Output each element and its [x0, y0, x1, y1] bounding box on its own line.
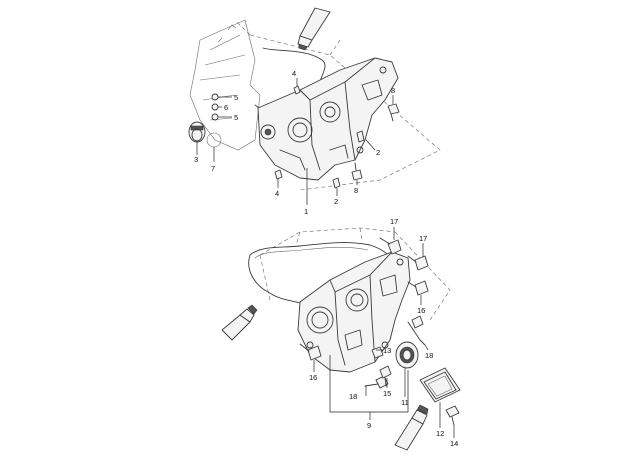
upper-dashed-outline [234, 19, 441, 191]
long-bolt-18b [364, 375, 389, 389]
callout-8a: 8 [391, 86, 395, 95]
upper-assembly: 4 5 6 5 8 2 3 7 4 2 8 1 [188, 7, 441, 216]
callout-1: 1 [304, 207, 308, 216]
callout-5a: 5 [234, 93, 238, 102]
callout-18b: 18 [349, 392, 357, 401]
callout-17a: 17 [390, 217, 398, 226]
callout-2a: 2 [376, 148, 380, 157]
bolt-16b [299, 343, 322, 361]
bolt-17a [379, 237, 402, 255]
cover-bore-2 [345, 288, 369, 312]
bolt-8b [351, 162, 363, 181]
callout-2b: 2 [334, 197, 338, 206]
callout-7: 7 [211, 164, 215, 173]
housing-bore-2 [319, 101, 341, 123]
callout-14: 14 [450, 439, 458, 448]
callout-17b: 17 [419, 234, 427, 243]
callout-12: 12 [436, 429, 444, 438]
o-ring-7 [206, 132, 222, 148]
callout-13: 13 [383, 346, 391, 355]
callout-3: 3 [194, 155, 198, 164]
callout-5b: 5 [234, 113, 238, 122]
housing-bore-1 [287, 117, 313, 143]
bolt-5b [211, 113, 219, 121]
bolt-8a [387, 103, 400, 122]
cover-plate-12 [419, 367, 461, 403]
callout-16b: 16 [309, 373, 317, 382]
front-cover [297, 251, 411, 373]
callout-bracket-9 [329, 355, 409, 413]
sealant-tube-right [394, 404, 429, 451]
pin-2a [356, 130, 365, 143]
bolt-5a [211, 93, 219, 101]
dowel-4a [293, 85, 301, 95]
callout-16a: 16 [417, 306, 425, 315]
bolt-14 [445, 405, 460, 426]
front-housing [257, 57, 399, 181]
bolt-17b [407, 255, 429, 271]
bolt-16a [407, 280, 429, 296]
callout-11: 11 [401, 398, 409, 407]
callout-18a: 18 [425, 351, 433, 360]
lower-assembly: 17 17 16 18 13 16 15 18 11 9 12 14 [221, 217, 461, 451]
sealant-tube-left [221, 304, 258, 341]
oil-seal-11 [395, 341, 419, 369]
callout-4a: 4 [292, 69, 296, 78]
upper-gasket-outline [189, 19, 261, 151]
dowel-4b [274, 169, 283, 180]
callout-9: 9 [367, 421, 371, 430]
cap-plug-3 [188, 121, 206, 143]
callout-4b: 4 [275, 189, 279, 198]
callout-8b: 8 [354, 186, 358, 195]
washer-6 [211, 103, 219, 111]
cover-bore-1 [306, 306, 334, 334]
bolt-15 [379, 365, 392, 387]
sealant-tube-upper [297, 7, 331, 51]
long-bolt-18a [407, 315, 426, 346]
pin-2b [332, 177, 341, 189]
callout-15: 15 [383, 389, 391, 398]
callout-6: 6 [224, 103, 228, 112]
